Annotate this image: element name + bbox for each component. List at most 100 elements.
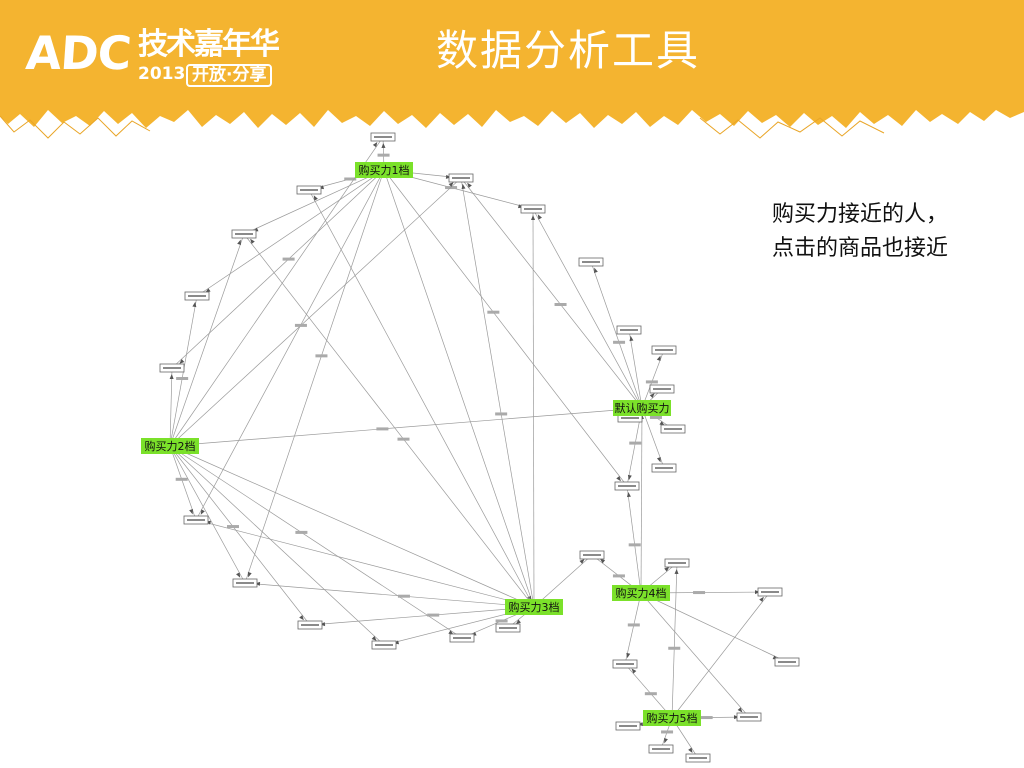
edge-weight-label [377, 153, 390, 157]
product-node[interactable] [651, 345, 677, 355]
product-node[interactable] [495, 623, 521, 633]
graph-edge [169, 445, 246, 584]
edge-arrowhead [664, 566, 670, 572]
product-node[interactable] [614, 481, 640, 491]
product-node-label [235, 233, 253, 235]
edge-arrowhead [448, 182, 454, 187]
graph-edge [169, 445, 311, 626]
hub-node-label: 购买力3档 [509, 600, 560, 614]
product-node[interactable] [685, 753, 711, 763]
product-node[interactable] [615, 721, 641, 731]
product-node-label [524, 208, 542, 210]
product-node-label [655, 467, 673, 469]
product-node[interactable] [448, 173, 474, 183]
product-node[interactable] [579, 550, 605, 560]
edge-arrowhead [733, 715, 740, 720]
hub-node-hd[interactable]: 默认购买力 [613, 400, 671, 416]
edge-arrowhead [631, 668, 637, 674]
product-node[interactable] [449, 633, 475, 643]
edge-arrowhead [237, 239, 241, 246]
product-node[interactable] [648, 744, 674, 754]
edge-weight-label [295, 530, 308, 534]
product-node[interactable] [664, 558, 690, 568]
edge-weight-label [487, 310, 500, 314]
caption: 购买力接近的人， 点击的商品也接近 [772, 198, 1012, 266]
product-node-label [452, 177, 470, 179]
product-node[interactable] [651, 463, 677, 473]
edge-arrowhead [515, 619, 521, 625]
edge-arrowhead [200, 509, 205, 515]
product-node[interactable] [231, 229, 257, 239]
product-node[interactable] [183, 515, 209, 525]
edge-weight-label [294, 323, 307, 327]
product-node-label [668, 562, 686, 564]
hub-node-box [612, 585, 670, 601]
graph-edge [532, 208, 535, 608]
edge-weight-label [627, 623, 640, 627]
graph-edge [383, 169, 628, 487]
product-node[interactable] [649, 384, 675, 394]
edge-arrowhead [371, 636, 377, 641]
edge-arrowhead [759, 596, 764, 602]
hub-node-h4[interactable]: 购买力4档 [612, 585, 670, 601]
product-node[interactable] [297, 620, 323, 630]
product-node[interactable] [371, 640, 397, 650]
logo-year: 2013 [138, 64, 186, 84]
edge-arrowhead [656, 355, 661, 361]
edge-arrowhead [319, 622, 326, 627]
header-banner: ADC 技术嘉年华 2013 开放·分享 数据分析工具 [0, 0, 1024, 150]
edge-arrowhead [461, 183, 466, 190]
product-node[interactable] [578, 257, 604, 267]
edge-arrowhead [179, 359, 185, 364]
edge-weight-label [649, 415, 662, 419]
graph-edge [532, 208, 643, 409]
hub-node-h1[interactable]: 购买力1档 [355, 162, 413, 178]
graph-edge [195, 169, 385, 521]
edge-arrowhead [189, 508, 193, 515]
page-title: 数据分析工具 [436, 26, 701, 75]
product-node[interactable] [757, 587, 783, 597]
edge-arrowhead [192, 301, 197, 308]
graph-edge [169, 233, 245, 447]
product-node[interactable] [736, 712, 762, 722]
product-node-label [187, 519, 205, 521]
product-node[interactable] [660, 424, 686, 434]
product-node[interactable] [232, 578, 258, 588]
product-node[interactable] [296, 185, 322, 195]
logo-slogan: 开放·分享 [186, 64, 273, 87]
torn-edge-shadow [0, 115, 151, 139]
product-node-label [620, 329, 638, 331]
hub-node-box [613, 400, 671, 416]
product-node[interactable] [159, 363, 185, 373]
hub-node-h2[interactable]: 购买力2档 [141, 438, 199, 454]
product-node-label [301, 624, 319, 626]
graph-edge [624, 592, 642, 665]
product-node[interactable] [616, 325, 642, 335]
product-node-label [655, 349, 673, 351]
product-node[interactable] [612, 659, 638, 669]
edge-arrowhead [579, 559, 585, 564]
edge-arrowhead [594, 267, 598, 274]
hub-node-label: 购买力2档 [145, 439, 196, 453]
graph-edge [641, 349, 665, 409]
product-node[interactable] [774, 657, 800, 667]
graph-edge [624, 663, 673, 719]
product-node-label [618, 485, 636, 487]
edge-arrowhead [236, 572, 241, 578]
node-layer [159, 132, 800, 763]
product-node-label [778, 661, 796, 663]
hub-node-box [355, 162, 413, 178]
edge-weight-label [645, 380, 658, 384]
product-node[interactable] [184, 291, 210, 301]
edge-weight-label [315, 354, 328, 358]
edge-arrowhead [629, 335, 634, 342]
hub-node-label: 默认购买力 [615, 401, 670, 415]
product-node[interactable] [370, 132, 396, 142]
edge-weight-label [227, 525, 239, 529]
product-node[interactable] [520, 204, 546, 214]
hub-node-h5[interactable]: 购买力5档 [643, 710, 701, 726]
edge-arrowhead [626, 652, 631, 659]
hub-node-h3[interactable]: 购买力3档 [505, 599, 563, 615]
product-node-label [582, 261, 600, 263]
graph-edge [590, 261, 643, 409]
